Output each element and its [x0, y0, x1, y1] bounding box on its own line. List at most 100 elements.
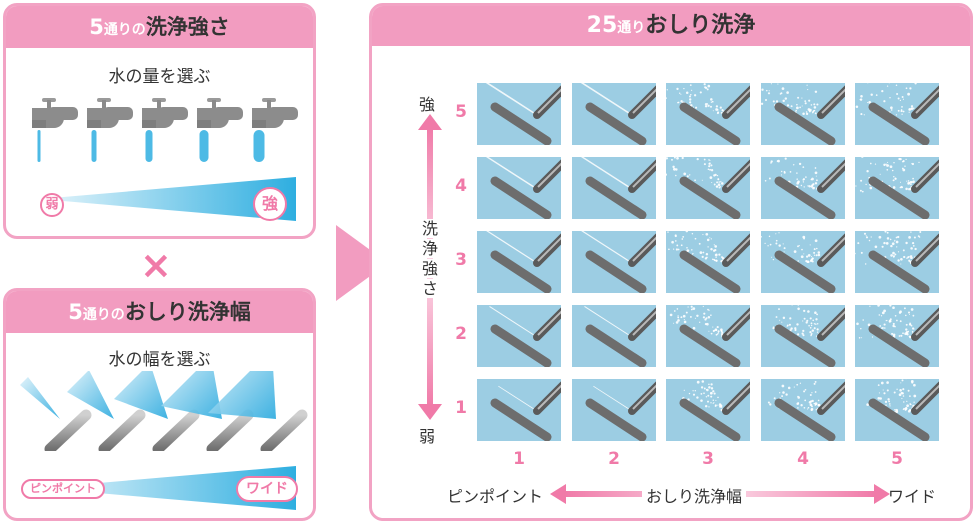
- y-axis-title-char: 洗: [420, 219, 440, 238]
- spray-nozzle-icon: [208, 371, 308, 451]
- y-axis-title-char: 強: [420, 259, 440, 278]
- nozzle-spray-icon: [666, 83, 750, 145]
- nozzle-spray-icon: [490, 381, 561, 441]
- x-axis-left-label: ピンポイント: [447, 487, 544, 506]
- column-number: 2: [608, 449, 620, 469]
- nozzle-spray-icon: [585, 381, 656, 441]
- nozzle-spray-icon: [866, 379, 939, 441]
- y-axis-bottom-label: 弱: [419, 427, 436, 446]
- nozzle-spray-icon: [486, 231, 561, 293]
- spray-nozzle-icon: [114, 371, 200, 451]
- y-axis-title-char: さ: [420, 279, 440, 298]
- spray-pattern-cell: [666, 231, 750, 293]
- faucet-icon: [32, 98, 78, 162]
- spray-nozzle-icon: [161, 371, 254, 451]
- spray-pattern-cell: [477, 231, 561, 293]
- width-title-main: おしり洗浄幅: [124, 300, 251, 324]
- nozzle-spray-icon: [856, 305, 939, 367]
- spray-pattern-cell: [761, 231, 845, 293]
- x-axis-right-label: ワイド: [888, 487, 937, 506]
- spray-pattern-cell: [477, 83, 561, 145]
- column-number: 5: [891, 449, 903, 469]
- nozzle-spray-icon: [767, 380, 845, 441]
- strength-panel: 5通りの洗浄強さ 水の量を選ぶ 弱 強: [3, 3, 316, 239]
- strength-title-main: 洗浄強さ: [145, 15, 230, 39]
- nozzle-spray-icon: [489, 306, 561, 367]
- y-axis-top-label: 強: [419, 95, 436, 114]
- width-title-small: 通りの: [82, 307, 125, 323]
- spray-pattern-cell: [572, 157, 656, 219]
- spray-pattern-cell: [666, 83, 750, 145]
- spray-pattern-cell: [761, 379, 845, 441]
- faucet-icon: [87, 98, 133, 162]
- strength-low-badge: 弱: [40, 193, 64, 217]
- nozzle-spray-icon: [485, 83, 561, 145]
- nozzle-spray-icon: [581, 231, 656, 293]
- x-axis-center-label: おしり洗浄幅: [642, 483, 747, 507]
- nozzle-spray-icon: [669, 305, 750, 367]
- column-number: 4: [797, 449, 809, 469]
- nozzle-spray-icon: [764, 157, 845, 219]
- row-number: 1: [455, 398, 467, 418]
- spray-pattern-cell: [761, 305, 845, 367]
- strength-high-badge: 強: [253, 187, 287, 221]
- width-high-badge: ワイド: [236, 476, 298, 502]
- strength-title-number: 5: [89, 15, 104, 39]
- spray-pattern-cell: [855, 83, 939, 145]
- combinations-title-number: 25: [586, 13, 618, 38]
- faucet-icon: [197, 98, 243, 162]
- width-title-number: 5: [68, 300, 83, 324]
- spray-pattern-cell: [666, 157, 750, 219]
- column-number: 3: [702, 449, 714, 469]
- row-number: 3: [455, 250, 467, 270]
- column-number: 1: [513, 449, 525, 469]
- spray-pattern-cell: [572, 83, 656, 145]
- width-panel: 5通りのおしり洗浄幅 水の幅を選ぶ ピンポイント ワイド: [3, 288, 316, 521]
- width-subtitle: 水の幅を選ぶ: [108, 350, 211, 370]
- nozzle-spray-icon: [584, 306, 656, 367]
- combinations-title-small: 通り: [617, 20, 646, 36]
- strength-title-small: 通りの: [103, 22, 146, 38]
- spray-pattern-cell: [855, 157, 939, 219]
- nozzle-spray-icon: [580, 83, 656, 145]
- nozzle-spray-icon: [855, 231, 939, 293]
- nozzle-spray-icon: [485, 157, 561, 219]
- spray-pattern-cell: [761, 157, 845, 219]
- spray-pattern-cell: [855, 305, 939, 367]
- spray-pattern-cell: [855, 379, 939, 441]
- width-gradient-wedge: [40, 466, 296, 510]
- nozzle-spray-icon: [761, 231, 845, 293]
- y-axis-title-char: 浄: [420, 239, 440, 258]
- spray-pattern-cell: [666, 379, 750, 441]
- faucet-icon: [142, 98, 188, 162]
- combinations-panel-title: 25通りおしり洗浄: [372, 6, 970, 46]
- spray-pattern-cell: [477, 379, 561, 441]
- spray-nozzle-icon: [67, 371, 146, 451]
- faucet-icon: [252, 98, 298, 162]
- strength-panel-title: 5通りの洗浄強さ: [6, 6, 313, 48]
- nozzle-row: [20, 371, 308, 451]
- nozzle-spray-icon: [679, 380, 750, 441]
- spray-pattern-cell: [572, 379, 656, 441]
- strength-subtitle: 水の量を選ぶ: [108, 67, 211, 87]
- row-number: 5: [455, 102, 467, 122]
- spray-pattern-cell: [761, 83, 845, 145]
- width-low-badge: ピンポイント: [21, 479, 105, 499]
- spray-pattern-cell: [572, 231, 656, 293]
- spray-pattern-cell: [477, 157, 561, 219]
- width-panel-title: 5通りのおしり洗浄幅: [6, 291, 313, 333]
- nozzle-spray-icon: [580, 157, 656, 219]
- spray-pattern-cell: [477, 305, 561, 367]
- spray-pattern-cell: [572, 305, 656, 367]
- spray-pattern-cell: [666, 305, 750, 367]
- combinations-title-main: おしり洗浄: [645, 13, 756, 38]
- nozzle-spray-icon: [855, 157, 939, 219]
- spray-nozzle-icon: [20, 377, 92, 451]
- nozzle-spray-icon: [761, 83, 845, 145]
- strength-gradient-wedge: [40, 177, 296, 221]
- spray-pattern-cell: [855, 231, 939, 293]
- row-number: 4: [455, 176, 467, 196]
- multiply-icon: ×: [140, 243, 172, 287]
- nozzle-spray-icon: [772, 305, 845, 367]
